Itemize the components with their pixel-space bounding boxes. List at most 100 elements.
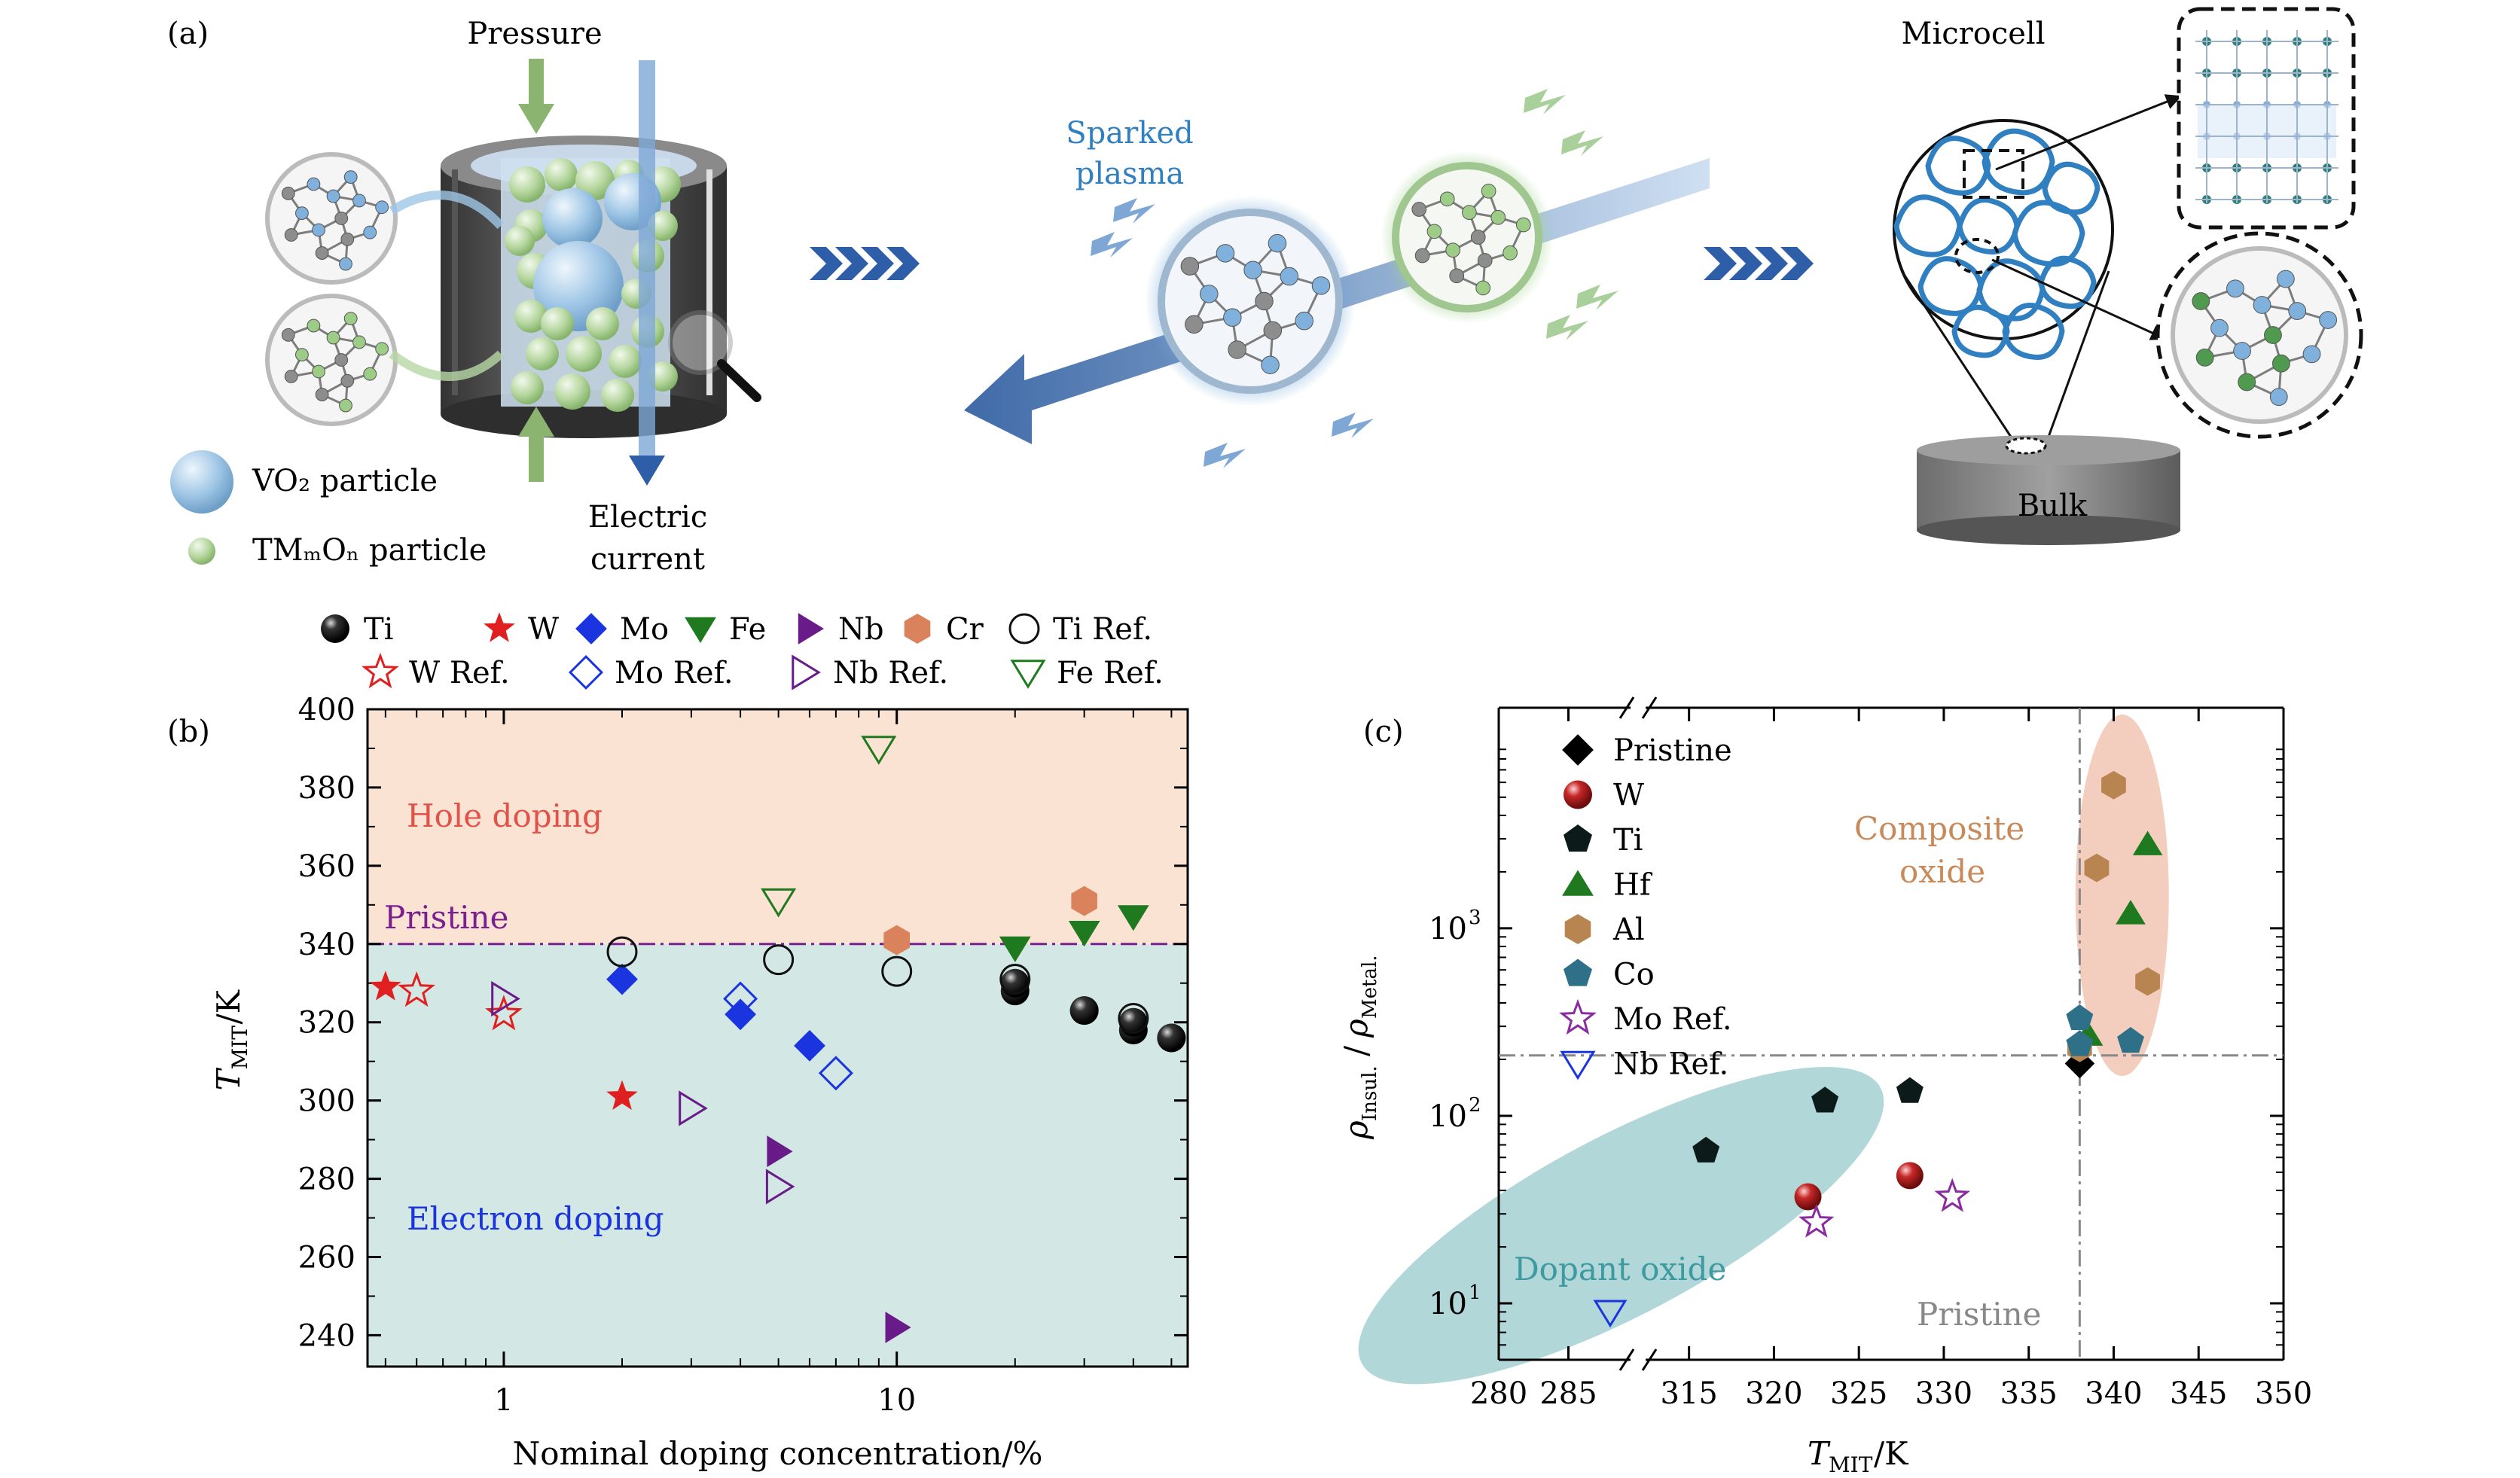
legend-label-ti-ref: Ti Ref. (1053, 612, 1152, 647)
hole-doping-label: Hole doping (407, 797, 603, 834)
legend-marker-mo (575, 613, 607, 645)
legend-marker-w (1564, 780, 1592, 809)
panel-b-y-label: T MIT /K (210, 989, 252, 1090)
point-hf (2132, 830, 2163, 855)
y-tick-label: 340 (298, 928, 355, 962)
point-nb-ref (1593, 1300, 1628, 1328)
point-al (2084, 853, 2110, 882)
panel-b-y-unit: /K (210, 989, 247, 1024)
y-tick-exponent: 2 (1469, 1094, 1481, 1117)
legend-marker-nb-ref (792, 654, 821, 690)
panel-b-x-label: Nominal doping concentration/% (513, 1435, 1043, 1472)
panel-c-data (1593, 770, 2163, 1328)
panel-b-y-symbol: T (210, 1068, 247, 1091)
point-mo (794, 1030, 825, 1062)
legend-label-hf: Hf (1613, 868, 1653, 903)
chevron-arrow-icon (835, 247, 868, 280)
legend-marker-co (1564, 958, 1592, 986)
panel-a-schematic: (a) Pressure (167, 7, 2363, 577)
point-al (2135, 967, 2160, 996)
pristine-label-c: Pristine (1917, 1296, 2042, 1333)
chevron-arrow-icon (810, 247, 843, 280)
panel-b-data (370, 736, 1186, 1343)
dopant-oxide-label: Dopant oxide (1514, 1251, 1726, 1288)
legend-label-pristine: Pristine (1613, 733, 1732, 768)
point-ti-ref (1118, 1003, 1149, 1035)
spark-icon (1524, 89, 1566, 114)
y-tick-label: 10 (1429, 912, 1467, 946)
vo2-legend-label: VO₂ particle (252, 464, 438, 498)
spark-icon (1576, 285, 1618, 310)
legend-label-nb-ref: Nb Ref. (833, 656, 948, 690)
point-ti-ref (881, 955, 913, 987)
x-tick-label: 345 (2170, 1376, 2227, 1411)
tm-particle (609, 345, 642, 378)
bulk-label: Bulk (2018, 489, 2088, 523)
legend-marker-nb (798, 613, 824, 645)
tm-particle (509, 166, 545, 203)
legend-label-co: Co (1613, 958, 1655, 992)
y-tick-label: 380 (298, 771, 355, 806)
legend-marker-ti-ref (1008, 613, 1040, 645)
point-nb (885, 1312, 911, 1343)
legend-marker-mo-ref (1559, 998, 1597, 1035)
point-al (2101, 770, 2126, 800)
vo2-legend-marker (170, 450, 233, 513)
vo2-lattice-circle (265, 152, 505, 285)
legend-marker-fe-ref (1010, 660, 1046, 689)
legend-label-mo-ref: Mo Ref. (615, 656, 734, 690)
chevron-arrow-icon (1704, 247, 1814, 280)
electron-doping-label: Electron doping (407, 1200, 664, 1237)
panel-c-y-label: ρ Insul. / ρ Metal. (1338, 955, 1381, 1140)
x-tick-label: 285 (1539, 1376, 1597, 1411)
panel-a-label: (a) (167, 17, 209, 51)
legend-marker-mo-ref (568, 654, 604, 690)
x-tick-label: 340 (2085, 1376, 2142, 1411)
electric-label-2: current (590, 542, 705, 577)
legend-marker-pristine (1562, 734, 1594, 766)
panel-b-chart: (b) Hole doping Pristine Electron doping… (167, 693, 1189, 1472)
point-mo (606, 963, 638, 995)
point-mo-ref (1798, 1203, 1835, 1238)
axis-break-icon (1618, 696, 1635, 719)
pressure-label: Pressure (467, 17, 602, 51)
tm-particle (505, 226, 535, 256)
tm-particle (586, 307, 619, 340)
spark-icon (1332, 413, 1374, 438)
point-ti (1118, 1007, 1148, 1037)
pristine-label-b: Pristine (384, 899, 509, 936)
legend-label-w-ref: W Ref. (409, 656, 510, 690)
panel-c-y-sub2: Metal. (1359, 955, 1381, 1019)
particle-legend: VO₂ particle TMₘOₙ particle (170, 450, 487, 568)
legend-label-mo-ref: Mo Ref. (1613, 1002, 1732, 1037)
point-ti (1896, 1077, 1924, 1103)
legend-marker-al (1564, 914, 1591, 944)
legend-label-ti: Ti (364, 612, 393, 647)
tm-particle (541, 307, 574, 340)
composite-label-1: Composite (1854, 810, 2024, 847)
tm-particle (526, 337, 559, 370)
legend-label-nb-ref: Nb Ref. (1613, 1047, 1728, 1082)
point-fe (999, 936, 1031, 962)
legend-marker-nb-ref (1560, 1050, 1596, 1080)
legend-marker-ti (321, 614, 349, 643)
panel-c-y-symbol-2: ρ (1338, 1019, 1374, 1038)
legend-label-w: W (528, 612, 559, 647)
y-tick-label: 10 (1429, 1099, 1467, 1134)
axis-break-icon (1618, 1348, 1635, 1371)
x-tick-label: 320 (1745, 1376, 1802, 1411)
chevron-arrow-icon (1780, 247, 1814, 280)
point-nb-ref (491, 980, 520, 1017)
tm-particle (601, 379, 634, 412)
point-co (2066, 1004, 2094, 1031)
point-mo-ref (723, 981, 758, 1016)
legend-label-w: W (1613, 779, 1644, 813)
hole-doping-region (368, 709, 1188, 944)
y-tick-label: 300 (298, 1084, 355, 1119)
y-tick-label: 400 (298, 693, 355, 727)
current-arrow (629, 60, 665, 486)
